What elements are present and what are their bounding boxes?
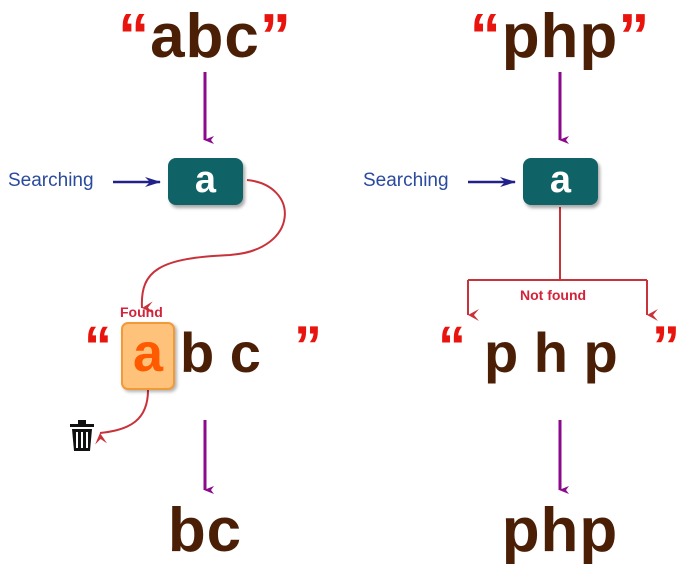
open-quote-left: “ <box>84 314 112 377</box>
input-word-text: php <box>501 2 619 71</box>
found-label: Found <box>120 304 163 320</box>
not-found-label: Not found <box>520 287 587 303</box>
not-found-branch <box>468 207 647 281</box>
open-quote: “ <box>118 2 151 71</box>
found-curve <box>140 179 286 314</box>
input-word-left: “abc” <box>55 6 355 68</box>
found-char-box: a <box>121 322 175 390</box>
trash-icon <box>70 420 94 451</box>
remaining-chars: b c <box>180 321 261 384</box>
open-quote: “ <box>469 2 502 71</box>
search-char-box-left: a <box>168 158 243 205</box>
result-left: bc <box>167 496 243 565</box>
close-quote-left: ” <box>294 314 322 377</box>
searching-label-right: Searching <box>363 170 449 191</box>
result-right: php <box>501 496 619 565</box>
open-quote-right: “ <box>438 314 466 377</box>
close-quote: ” <box>618 2 651 71</box>
input-word-text: abc <box>150 2 260 71</box>
php-chars: p h p <box>484 321 618 384</box>
close-quote-right: ” <box>652 314 680 377</box>
discard-curve <box>95 389 149 445</box>
input-word-right: “php” <box>410 6 685 68</box>
search-char-box-right: a <box>523 158 598 205</box>
searching-label-left: Searching <box>8 170 94 191</box>
close-quote: ” <box>259 2 292 71</box>
